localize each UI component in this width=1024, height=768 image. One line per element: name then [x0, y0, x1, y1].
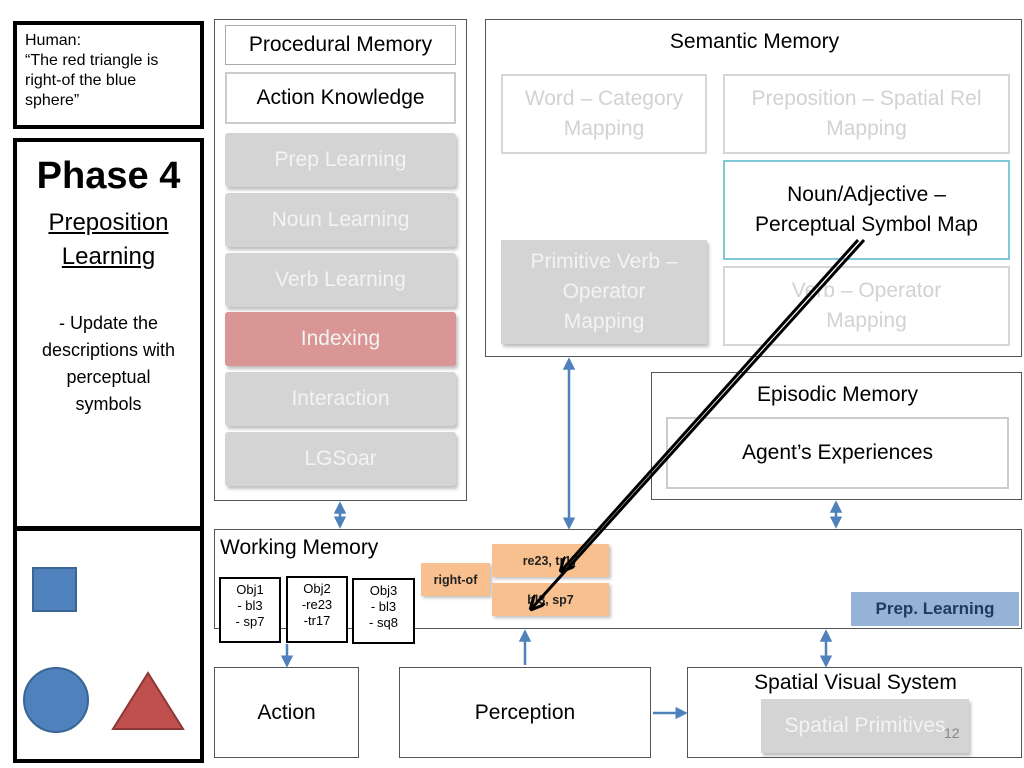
action-knowledge-box: Action Knowledge — [225, 72, 456, 124]
prep-learning-item[interactable]: Prep Learning — [225, 133, 456, 187]
noun-learning-item[interactable]: Noun Learning — [225, 193, 456, 247]
episodic-memory-title: Episodic Memory — [756, 383, 919, 406]
episodic-memory-panel: Episodic Memory Agent’s Experiences — [651, 372, 1022, 500]
working-memory-title: Working Memory — [220, 536, 379, 559]
prep-learning-badge[interactable]: Prep. Learning — [851, 592, 1019, 626]
noun-adjective-perceptual-map: Noun/Adjective – Perceptual Symbol Map — [723, 160, 1010, 260]
relation-label: right-of — [421, 563, 490, 596]
human-utterance-box: Human: “The red triangle is right-of the… — [13, 21, 204, 129]
object-2-box: Obj2 -re23 -tr17 — [286, 576, 348, 643]
preposition-spatial-mapping: Preposition – Spatial Rel Mapping — [723, 74, 1010, 154]
verb-learning-item[interactable]: Verb Learning — [225, 253, 456, 307]
spatial-primitives-box: Spatial Primitives — [761, 699, 969, 753]
phase-box: Phase 4 Preposition Learning - Update th… — [13, 138, 204, 530]
blue-square-shape — [32, 567, 77, 612]
perception-box: Perception — [399, 667, 651, 758]
semantic-memory-panel: Semantic Memory Word – Category Mapping … — [485, 19, 1022, 357]
phase-title: Phase 4 — [36, 155, 181, 197]
object-3-box: Obj3 - bl3 - sq8 — [352, 578, 415, 644]
page-number: 12 — [944, 725, 960, 741]
procedural-memory-title: Procedural Memory — [225, 25, 456, 65]
verb-operator-mapping: Verb – Operator Mapping — [723, 266, 1010, 346]
agent-experiences-box: Agent’s Experiences — [666, 417, 1009, 489]
blue-circle-shape — [23, 667, 89, 733]
scene-shapes-box — [13, 527, 204, 763]
spatial-visual-system-title: Spatial Visual System — [754, 671, 957, 694]
lgsoar-item[interactable]: LGSoar — [225, 432, 456, 486]
phase-description: - Update the descriptions with perceptua… — [41, 313, 176, 414]
tuple-bottom: bl3, sp7 — [492, 583, 609, 616]
spatial-visual-system-panel: Spatial Visual System Spatial Primitives — [687, 667, 1022, 758]
procedural-memory-panel: Procedural Memory Action Knowledge Prep … — [214, 19, 467, 501]
semantic-memory-title: Semantic Memory — [669, 30, 840, 53]
object-1-box: Obj1 - bl3 - sp7 — [219, 577, 281, 643]
phase-subtitle: Preposition Learning — [48, 209, 169, 270]
action-box: Action — [214, 667, 359, 758]
word-category-mapping: Word – Category Mapping — [501, 74, 707, 154]
interaction-item[interactable]: Interaction — [225, 372, 456, 426]
tuple-top: re23, tr17 — [492, 544, 609, 577]
primitive-verb-operator-mapping: Primitive Verb – Operator Mapping — [501, 240, 707, 344]
indexing-item[interactable]: Indexing — [225, 312, 456, 366]
